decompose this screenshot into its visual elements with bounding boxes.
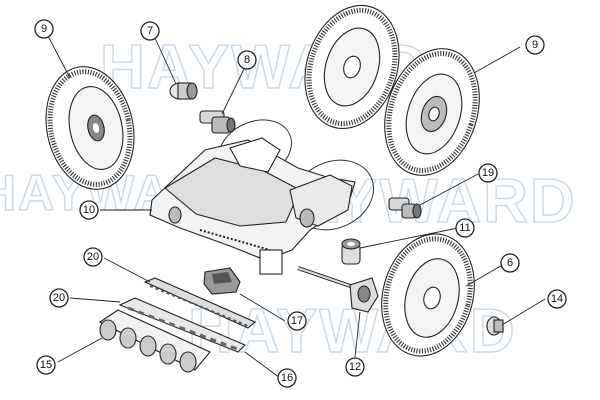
callout-c-17: 17 (287, 311, 307, 331)
callout-c-12: 12 (345, 357, 365, 377)
callout-c-14: 14 (547, 289, 567, 309)
callout-label: 19 (482, 167, 494, 179)
callout-label: 9 (41, 23, 47, 35)
callout-label: 6 (507, 257, 513, 269)
callout-c-20-top: 20 (83, 247, 103, 267)
cap-part-14 (486, 316, 504, 336)
bushing-part-7 (169, 82, 198, 100)
callout-label: 20 (87, 251, 99, 263)
callout-c-10: 10 (79, 200, 99, 220)
callout-label: 16 (281, 372, 293, 384)
callout-c-9-right: 9 (525, 35, 545, 55)
callout-c-11: 11 (455, 218, 475, 238)
callout-c-20-bottom: 20 (49, 288, 69, 308)
callout-label: 8 (244, 54, 250, 66)
axle-part-8 (199, 110, 236, 134)
callout-c-7: 7 (140, 21, 160, 41)
callout-label: 12 (349, 361, 361, 373)
callout-c-6: 6 (500, 253, 520, 273)
wheel-part-9-right-front (384, 48, 480, 176)
callout-c-15: 15 (36, 355, 56, 375)
chassis-part-10 (149, 137, 356, 275)
axle-assembly-part-12 (297, 266, 379, 313)
roller-part-15 (98, 309, 211, 373)
strip-part-20 (143, 277, 257, 329)
callout-label: 9 (532, 39, 538, 51)
callout-label: 15 (40, 359, 52, 371)
wheel-part-9-right-back (304, 4, 400, 130)
callout-label: 14 (551, 293, 563, 305)
wheel-part-9-left (45, 66, 135, 190)
callout-label: 20 (53, 292, 65, 304)
bushing-part-11 (341, 238, 361, 265)
callout-c-19: 19 (478, 163, 498, 183)
callout-c-8: 8 (237, 50, 257, 70)
callout-c-16: 16 (277, 368, 297, 388)
bumper-part-16 (118, 297, 246, 353)
callout-label: 17 (291, 315, 303, 327)
clip-part-17 (203, 267, 241, 295)
axle-part-19 (388, 197, 422, 219)
callout-label: 7 (147, 25, 153, 37)
callout-c-9-left: 9 (34, 19, 54, 39)
leader-lines (47, 35, 546, 379)
wheel-part-6 (381, 233, 475, 357)
callout-label: 10 (83, 204, 95, 216)
callout-label: 11 (459, 222, 470, 234)
